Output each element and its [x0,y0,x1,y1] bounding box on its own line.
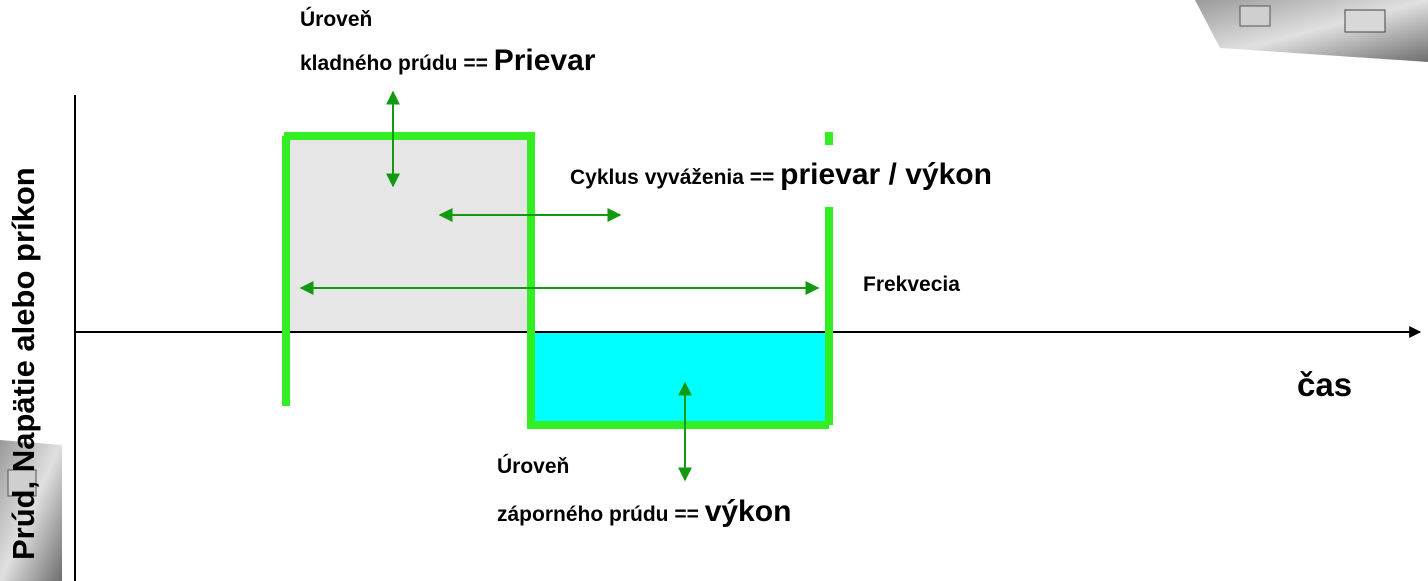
negative-level-term: výkon [704,495,792,528]
negative-level-prefix: záporného prúdu == [497,503,705,526]
frequency-label: Frekvecia [863,273,960,296]
negative-level-label-line1: Úroveň [497,455,570,478]
positive-level-label-line2: kladného prúdu == Prievar [300,44,595,78]
negative-area [531,332,829,425]
device-photo-bottom-left [0,440,62,581]
positive-level-term: Prievar [493,44,596,77]
positive-area [286,138,531,331]
negative-level-label-line2: záporného prúdu == výkon [497,495,791,529]
x-axis-label: čas [1297,366,1353,403]
cycle-prefix: Cyklus vyváženia == [570,166,781,189]
square-waveform [282,132,833,429]
arrows [299,90,820,482]
positive-level-prefix: kladného prúdu == [300,52,494,75]
positive-level-label-line1: Úroveň [300,8,373,31]
cycle-term: prievar / výkon [780,158,992,191]
y-axis-label: Prúd, Napätie alebo príkon [6,167,41,560]
device-photo-top-right [1195,0,1428,62]
cycle-label: Cyklus vyváženia == prievar / výkon [570,158,992,192]
